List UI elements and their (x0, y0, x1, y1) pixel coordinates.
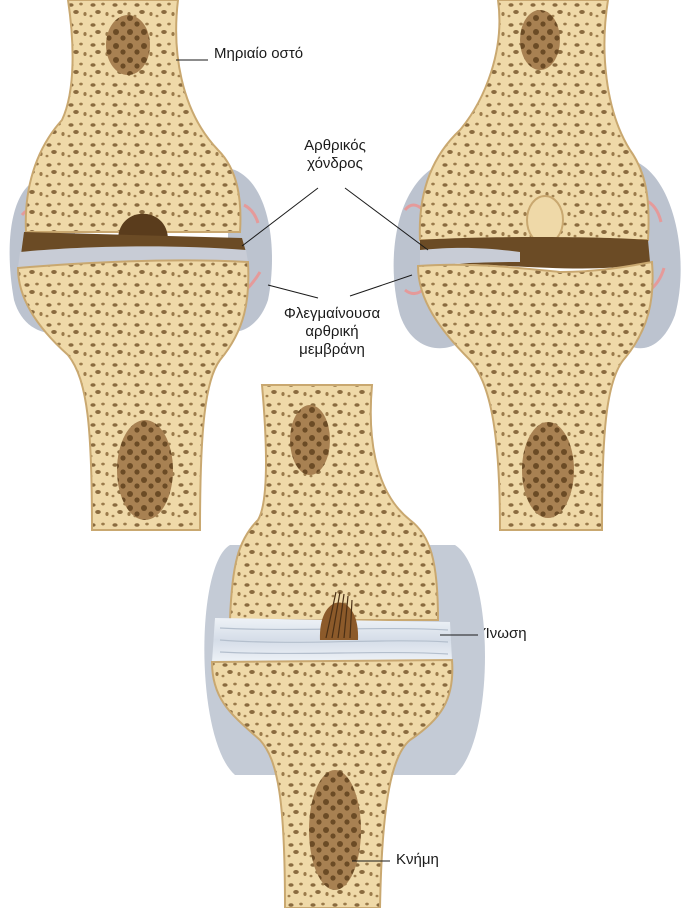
label-cartilage-line2: χόνδρος (280, 155, 390, 173)
label-inflamed-synovial-membrane: Φλεγμαίνουσα αρθρική μεμβράνη (262, 305, 402, 359)
left-femur-marrow (106, 15, 150, 75)
bottom-knee (204, 385, 485, 908)
right-knee (394, 0, 681, 530)
bottom-tibia-marrow (309, 770, 361, 890)
label-fibrosis: Ίνωση (484, 625, 527, 643)
label-membrane-line3: μεμβράνη (262, 341, 402, 359)
label-cartilage-line1: Αρθρικός (280, 137, 390, 155)
bottom-femur (230, 385, 438, 620)
label-articular-cartilage: Αρθρικός χόνδρος (280, 137, 390, 173)
leader-membrane-left (268, 285, 318, 298)
left-knee (10, 0, 272, 530)
bottom-femur-marrow (290, 405, 330, 475)
label-membrane-line1: Φλεγμαίνουσα (262, 305, 402, 323)
right-tibia-marrow (522, 422, 574, 518)
right-notch (527, 196, 563, 244)
left-tibia-marrow (117, 420, 173, 520)
label-membrane-line2: αρθρική (262, 323, 402, 341)
right-femur-marrow (520, 10, 560, 70)
label-tibia: Κνήμη (396, 851, 439, 869)
label-femur: Μηριαίο οστό (214, 45, 303, 63)
